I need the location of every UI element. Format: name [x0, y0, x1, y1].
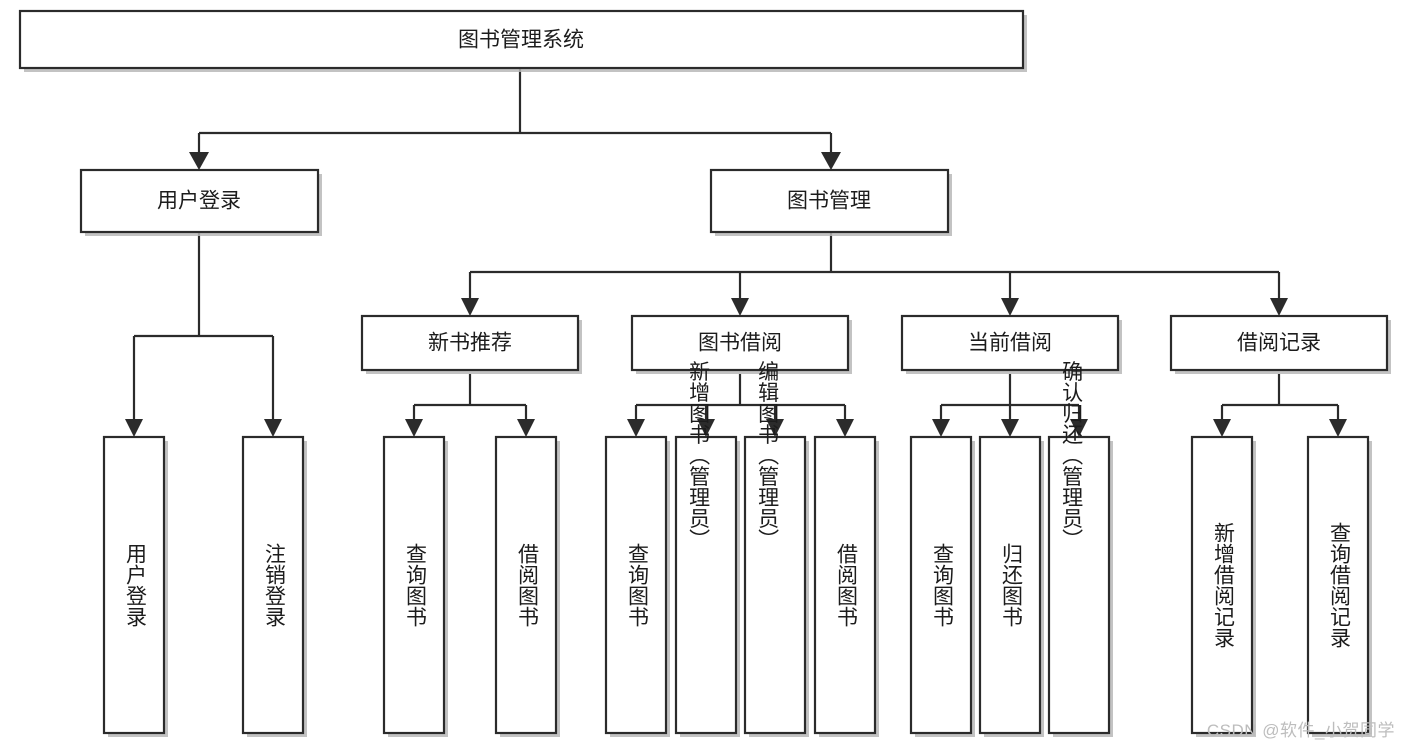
- arrowhead-book-borrow: [731, 298, 749, 316]
- leaf-query-book-1-box[interactable]: [382, 435, 446, 735]
- leaf-confirm-return-box[interactable]: [1047, 435, 1111, 735]
- leaf-logout-box[interactable]: [241, 435, 305, 735]
- node-user-login-box[interactable]: [79, 168, 320, 234]
- node-borrow-record-box[interactable]: [1169, 314, 1389, 372]
- node-book-borrow-box[interactable]: [630, 314, 850, 372]
- leaf-edit-book-box[interactable]: [743, 435, 807, 735]
- arrowhead-newbook-leaf-2: [517, 419, 535, 437]
- arrowhead-borrowrecord-leaf-2: [1329, 419, 1347, 437]
- leaf-query-book-2-label: 查询图书: [625, 543, 649, 627]
- node-user-login-label: 用户登录: [157, 190, 241, 213]
- leaf-borrow-book-1[interactable]: 借阅图书: [494, 435, 560, 737]
- node-book-manage[interactable]: 图书管理: [709, 168, 952, 236]
- leaf-add-book-label: 新增图书（管理员）: [687, 361, 711, 550]
- leaf-add-record-label: 新增借阅记录: [1211, 522, 1235, 648]
- edges-layer: [125, 68, 1347, 437]
- arrowhead-current-borrow: [1001, 298, 1019, 316]
- node-borrow-record[interactable]: 借阅记录: [1169, 314, 1391, 374]
- leaf-confirm-return[interactable]: 确认归还（管理员）: [1047, 361, 1113, 738]
- node-new-book-rec[interactable]: 新书推荐: [360, 314, 582, 374]
- leaf-query-book-2-box[interactable]: [604, 435, 668, 735]
- arrowhead-new-book-rec: [461, 298, 479, 316]
- leaf-user-login-box[interactable]: [102, 435, 166, 735]
- node-current-borrow[interactable]: 当前借阅: [900, 314, 1122, 374]
- arrowhead-borrowrecord-leaf-1: [1213, 419, 1231, 437]
- leaf-return-book-box[interactable]: [978, 435, 1042, 735]
- arrowhead-book-manage: [821, 152, 841, 170]
- leaf-user-login[interactable]: 用户登录: [102, 435, 168, 737]
- node-root-box[interactable]: [18, 9, 1025, 70]
- node-book-borrow[interactable]: 图书借阅: [630, 314, 852, 374]
- node-book-manage-box[interactable]: [709, 168, 950, 234]
- leaf-borrow-book-2-label: 借阅图书: [834, 543, 858, 627]
- leaf-user-login-label: 用户登录: [123, 543, 147, 627]
- leaf-edit-book-label: 编辑图书（管理员）: [756, 361, 780, 550]
- node-new-book-rec-box[interactable]: [360, 314, 580, 372]
- node-book-manage-label: 图书管理: [787, 190, 871, 213]
- leaf-query-book-3[interactable]: 查询图书: [909, 435, 975, 737]
- leaf-confirm-return-label: 确认归还（管理员）: [1060, 361, 1084, 550]
- leaf-add-record-box[interactable]: [1190, 435, 1254, 735]
- leaf-add-book-box[interactable]: [674, 435, 738, 735]
- leaf-query-record-box[interactable]: [1306, 435, 1370, 735]
- node-borrow-record-label: 借阅记录: [1237, 332, 1321, 355]
- arrowhead-borrow-record: [1270, 298, 1288, 316]
- leaf-logout[interactable]: 注销登录: [241, 435, 307, 737]
- arrowhead-currentborrow-leaf-3: [1070, 419, 1088, 437]
- arrowhead-leaf-user-login: [125, 419, 143, 437]
- leaf-query-book-1-label: 查询图书: [403, 543, 427, 627]
- node-current-borrow-box[interactable]: [900, 314, 1120, 372]
- arrowhead-currentborrow-leaf-1: [932, 419, 950, 437]
- leaf-query-book-2[interactable]: 查询图书: [604, 435, 670, 737]
- leaf-logout-label: 注销登录: [262, 543, 286, 627]
- arrowhead-user-login: [189, 152, 209, 170]
- leaf-query-record-label: 查询借阅记录: [1327, 522, 1351, 648]
- leaf-borrow-book-2-box[interactable]: [813, 435, 877, 735]
- leaf-borrow-book-1-box[interactable]: [494, 435, 558, 735]
- node-book-borrow-label: 图书借阅: [698, 332, 782, 355]
- leaf-query-record[interactable]: 查询借阅记录: [1306, 435, 1372, 737]
- leaf-query-book-3-box[interactable]: [909, 435, 973, 735]
- leaf-borrow-book-2[interactable]: 借阅图书: [813, 435, 879, 737]
- arrowhead-newbook-leaf-1: [405, 419, 423, 437]
- arrowhead-bookborrow-leaf-4: [836, 419, 854, 437]
- leaf-query-book-1[interactable]: 查询图书: [382, 435, 448, 737]
- arrowhead-bookborrow-leaf-2: [697, 419, 715, 437]
- node-root-label: 图书管理系统: [458, 29, 584, 52]
- leaf-return-book[interactable]: 归还图书: [978, 435, 1044, 737]
- node-root[interactable]: 图书管理系统: [18, 9, 1027, 72]
- arrowhead-leaf-logout: [264, 419, 282, 437]
- arrowhead-bookborrow-leaf-3: [766, 419, 784, 437]
- arrowhead-currentborrow-leaf-2: [1001, 419, 1019, 437]
- node-user-login[interactable]: 用户登录: [79, 168, 322, 236]
- arrowhead-bookborrow-leaf-1: [627, 419, 645, 437]
- leaf-query-book-3-label: 查询图书: [930, 543, 954, 627]
- leaf-return-book-label: 归还图书: [999, 543, 1023, 627]
- node-new-book-rec-label: 新书推荐: [428, 332, 512, 355]
- leaf-edit-book[interactable]: 编辑图书（管理员）: [743, 361, 809, 738]
- node-current-borrow-label: 当前借阅: [968, 332, 1052, 355]
- leaf-borrow-book-1-label: 借阅图书: [515, 543, 539, 627]
- leaf-add-book[interactable]: 新增图书（管理员）: [674, 361, 740, 738]
- leaf-add-record[interactable]: 新增借阅记录: [1190, 435, 1256, 737]
